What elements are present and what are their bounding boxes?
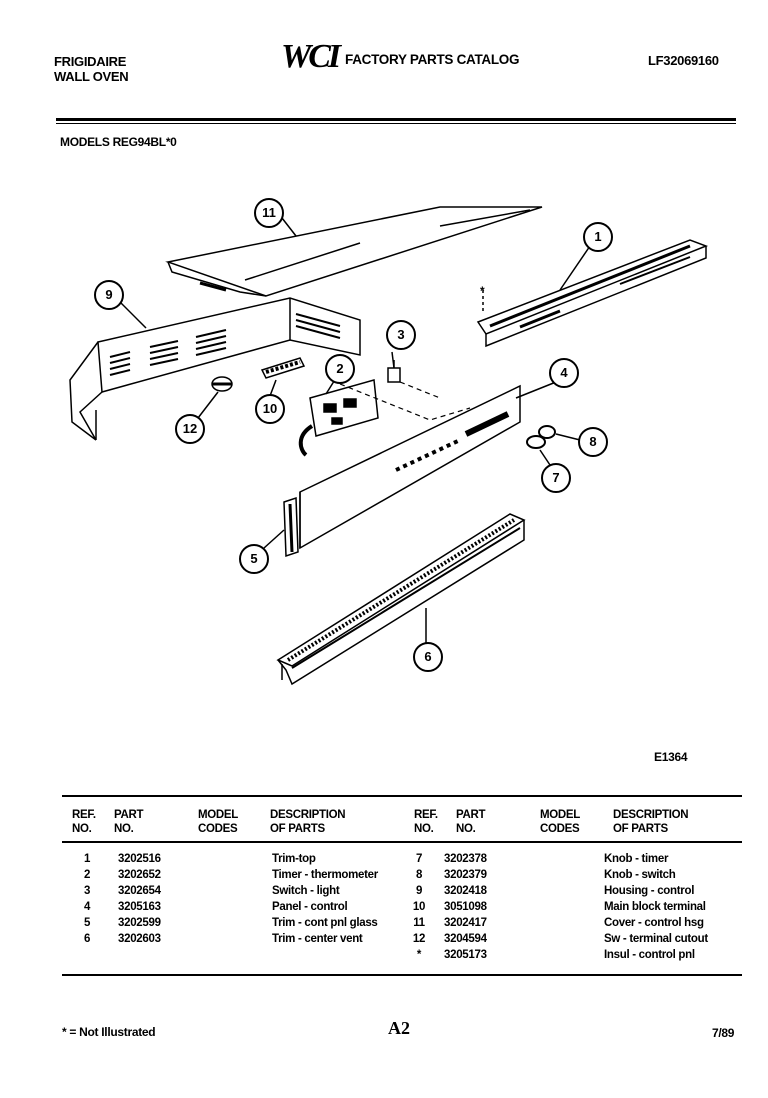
- footer-date: 7/89: [712, 1026, 735, 1040]
- callout-7: 7: [541, 463, 571, 493]
- header-rule-thin: [56, 123, 736, 124]
- exploded-parts-diagram: *: [69, 206, 709, 686]
- part-8-knob-switch-shape: [538, 425, 556, 439]
- table-bottom-rule: [62, 974, 742, 976]
- page-number: A2: [388, 1018, 410, 1038]
- callout-12: 12: [175, 414, 205, 444]
- callout-11: 11: [254, 198, 284, 228]
- not-illustrated-marker: *: [480, 284, 485, 298]
- part-6-center-vent-shape: [276, 513, 526, 686]
- part-4-control-panel-shape: [299, 384, 521, 550]
- brand-name: FRIGIDAIRE: [54, 54, 127, 69]
- part-12-switch-shape: [211, 376, 233, 392]
- header-ref-no: REF.NO.: [72, 809, 96, 835]
- doc-number: LF32069160: [648, 53, 719, 68]
- part-1-trim-shape: [476, 239, 709, 348]
- callout-8: 8: [578, 427, 608, 457]
- part-7-knob-timer-shape: [526, 435, 546, 449]
- callout-6: 6: [413, 642, 443, 672]
- wci-logo: WCI: [281, 38, 341, 75]
- callout-5: 5: [239, 544, 269, 574]
- header-rule: [56, 118, 736, 121]
- product-type: WALL OVEN: [54, 69, 129, 84]
- table-top-rule: [62, 795, 742, 797]
- brand-block: FRIGIDAIRE WALL OVEN: [54, 54, 129, 84]
- callout-1: 1: [583, 222, 613, 252]
- part-10-terminal-shape: [260, 357, 306, 379]
- table-header-rule: [62, 841, 742, 843]
- footer-note: * = Not Illustrated: [62, 1025, 156, 1039]
- part-11-trim-top-shape: [165, 206, 543, 297]
- callout-9: 9: [94, 280, 124, 310]
- callout-10: 10: [255, 394, 285, 424]
- models-label: MODELS REG94BL*0: [60, 135, 177, 149]
- callout-3: 3: [386, 320, 416, 350]
- figure-code: E1364: [654, 750, 688, 764]
- header-ref-no-right: REF.NO.: [414, 809, 438, 835]
- callout-2: 2: [325, 354, 355, 384]
- catalog-title: FACTORY PARTS CATALOG: [345, 52, 520, 67]
- part-2-timer-shape: [298, 379, 379, 457]
- callout-4: 4: [549, 358, 579, 388]
- part-5-glass-trim-shape: [283, 496, 299, 558]
- part-9-housing-control-shape: [69, 297, 361, 441]
